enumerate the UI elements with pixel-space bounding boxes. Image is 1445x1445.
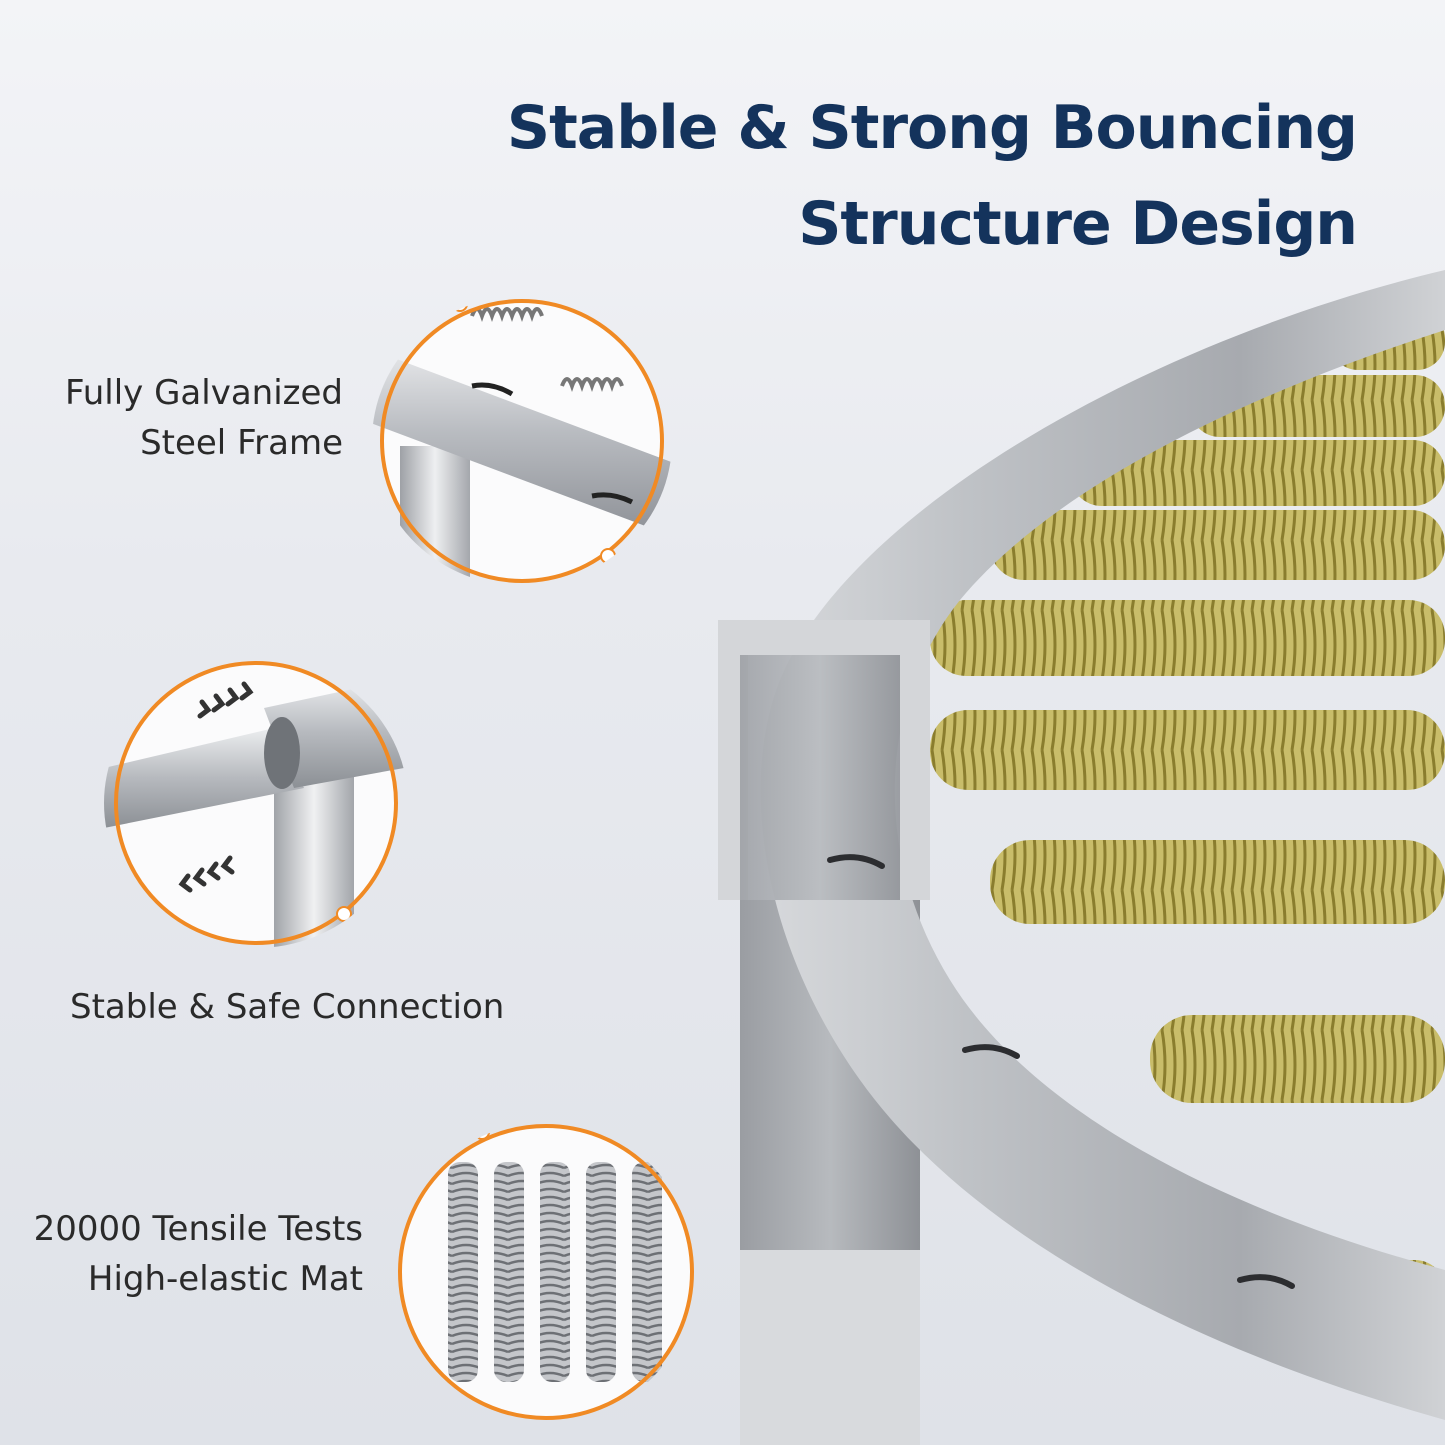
feature-label-line: Fully Galvanized — [65, 373, 343, 413]
headline: Stable & Strong Bouncing Structure Desig… — [506, 80, 1358, 272]
springs-closeup-icon — [396, 1122, 696, 1422]
tube-connection-closeup-icon — [104, 658, 408, 948]
trampoline-frame-and-springs-illustration — [700, 260, 1445, 1445]
feature-label-line: Steel Frame — [140, 423, 343, 463]
feature-label-line: Stable & Safe Connection — [70, 987, 505, 1027]
headline-line-1: Stable & Strong Bouncing — [506, 93, 1358, 163]
galvanized-frame-closeup-icon — [372, 296, 672, 586]
feature-label-line: 20000 Tensile Tests — [33, 1209, 363, 1249]
feature-label-line: High-elastic Mat — [87, 1259, 363, 1299]
headline-line-2: Structure Design — [798, 189, 1358, 259]
feature-label-galvanized-frame: Fully Galvanized Steel Frame — [65, 368, 343, 468]
feature-label-tensile-tests: 20000 Tensile Tests High-elastic Mat — [34, 1204, 363, 1304]
feature-label-safe-connection: Stable & Safe Connection — [70, 982, 504, 1032]
